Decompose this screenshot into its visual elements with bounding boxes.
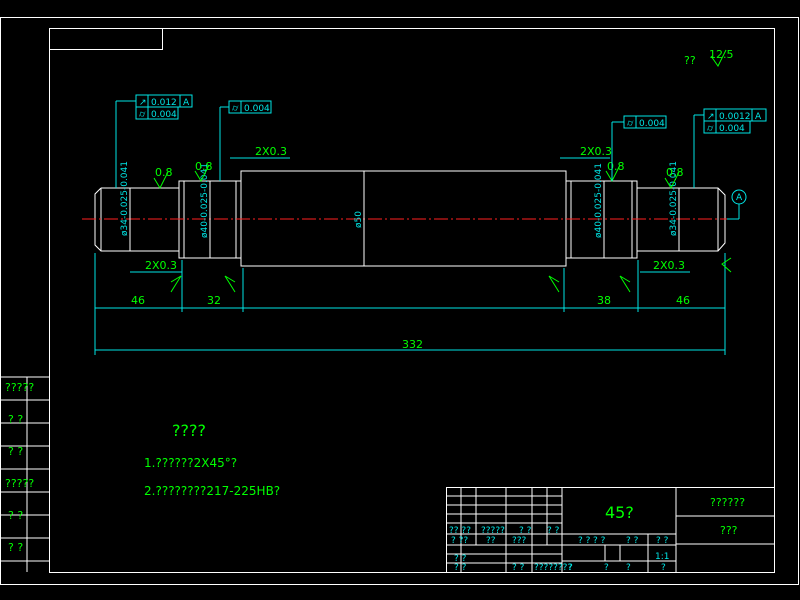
title-cell: ? ? [656,536,669,546]
title-cell: ????? [481,526,505,536]
datum-label: A [736,193,743,203]
right-end-length: 46 [676,294,690,307]
title-cell: ? ? [578,536,591,546]
inner-frame [49,28,775,573]
outer-frame [0,17,799,585]
title-cell: ??? [512,536,527,546]
roughness-label: 0.8 [195,160,213,173]
title-cell: ? [568,563,573,573]
title-cell: ? ? [547,526,560,536]
notes-line-1: 1.??????2X45°? [144,456,237,470]
side-label: ? ? [8,541,23,554]
tol-value: 0.004 [639,119,665,129]
tol-value: 0.004 [719,124,745,134]
tol-symbol: ↗ [139,98,147,108]
notes-line-2: 2.????????217-225HB? [144,484,280,498]
side-label: ????? [5,477,34,490]
diameter-dims: ø34-0.025-0.041 ø40-0.025-0.041 ø50 ø40-… [120,161,680,266]
overall-length: 332 [402,338,423,351]
title-material: 45? [605,503,634,522]
tolerance-frame-right-2: ⌭ 0.004 [611,115,667,181]
title-cell: ? ? [519,526,532,536]
title-drawing-no: ??? [720,524,738,537]
right-end-diameter: ø34-0.025-0.041 [669,161,679,236]
title-cell: ? ? [454,563,467,573]
chamfer-label: 2X0.3 [145,259,177,272]
title-cell: ?? ?? [449,526,471,536]
title-scale: 1:1 [655,552,669,562]
shaft-outline [94,170,726,267]
side-label: ? ? [8,509,23,522]
side-label: ? ? [8,413,23,426]
length-dims: 46 32 38 46 332 [94,253,726,355]
title-cell: ? ? [454,554,467,564]
roughness-marks: 0.8 0.8 0.8 0.8 12.5 ?? [153,48,734,293]
tol-datum: A [755,112,762,122]
left-journal-diameter: ø40-0.025-0.041 [200,163,210,238]
right-journal-length: 38 [597,294,611,307]
title-cell: ? ? [626,536,639,546]
roughness-general-prefix: ?? [684,54,696,67]
roughness-general: 12.5 [709,48,734,61]
center-diameter: ø50 [354,211,364,228]
tol-symbol: ⌭ [627,119,634,129]
title-name: ?????? [710,496,745,509]
notes-heading: ???? [172,421,206,440]
datum-marker: A [727,189,747,220]
title-cell: ? ? [593,536,606,546]
title-cell: ? ?? [451,536,468,546]
title-cell: ? [604,563,609,573]
side-label: ????? [5,381,34,394]
tol-symbol: ↗ [707,112,715,122]
tol-symbol: ⌭ [707,124,714,134]
tolerance-frame-left-2: ⌭ 0.004 [219,100,272,181]
side-label: ? ? [8,445,23,458]
roughness-label: 0.8 [155,166,173,179]
chamfer-label: 2X0.3 [653,259,685,272]
tol-value: 0.012 [151,98,177,108]
tolerance-frame-right: ↗ 0.0012 A ⌭ 0.004 [693,108,767,188]
left-journal-length: 32 [207,294,221,307]
left-end-length: 46 [131,294,145,307]
title-block: 45? ?????? ??? 1:1 ?? ?? ????? ? ? ? ? ?… [446,487,775,573]
tol-value: 0.0012 [719,112,751,122]
left-end-diameter: ø34-0.025-0.041 [120,161,130,236]
chamfer-label: 2X0.3 [580,145,612,158]
title-cell: ? ? [512,563,525,573]
tol-value: 0.004 [151,110,177,120]
title-cell: ? [661,563,666,573]
top-left-box [49,28,163,50]
tol-symbol: ⌭ [232,104,239,114]
chamfer-label: 2X0.3 [255,145,287,158]
tol-datum: A [183,98,190,108]
roughness-label: 0.8 [607,160,625,173]
chamfer-dims: 2X0.3 2X0.3 2X0.3 2X0.3 [130,145,690,273]
title-cell: ? [626,563,631,573]
tol-value: 0.004 [244,104,270,114]
tolerance-frame-left: ↗ 0.012 A ⌭ 0.004 [115,94,193,188]
tol-symbol: ⌭ [139,110,146,120]
right-journal-diameter: ø40-0.025-0.041 [594,163,604,238]
roughness-label: 0.8 [666,166,684,179]
title-cell: ?? [486,536,496,546]
title-cell: ???????? [534,563,572,573]
side-label-strip: ????? ? ? ? ? ????? ? ? ? ? [0,376,49,572]
